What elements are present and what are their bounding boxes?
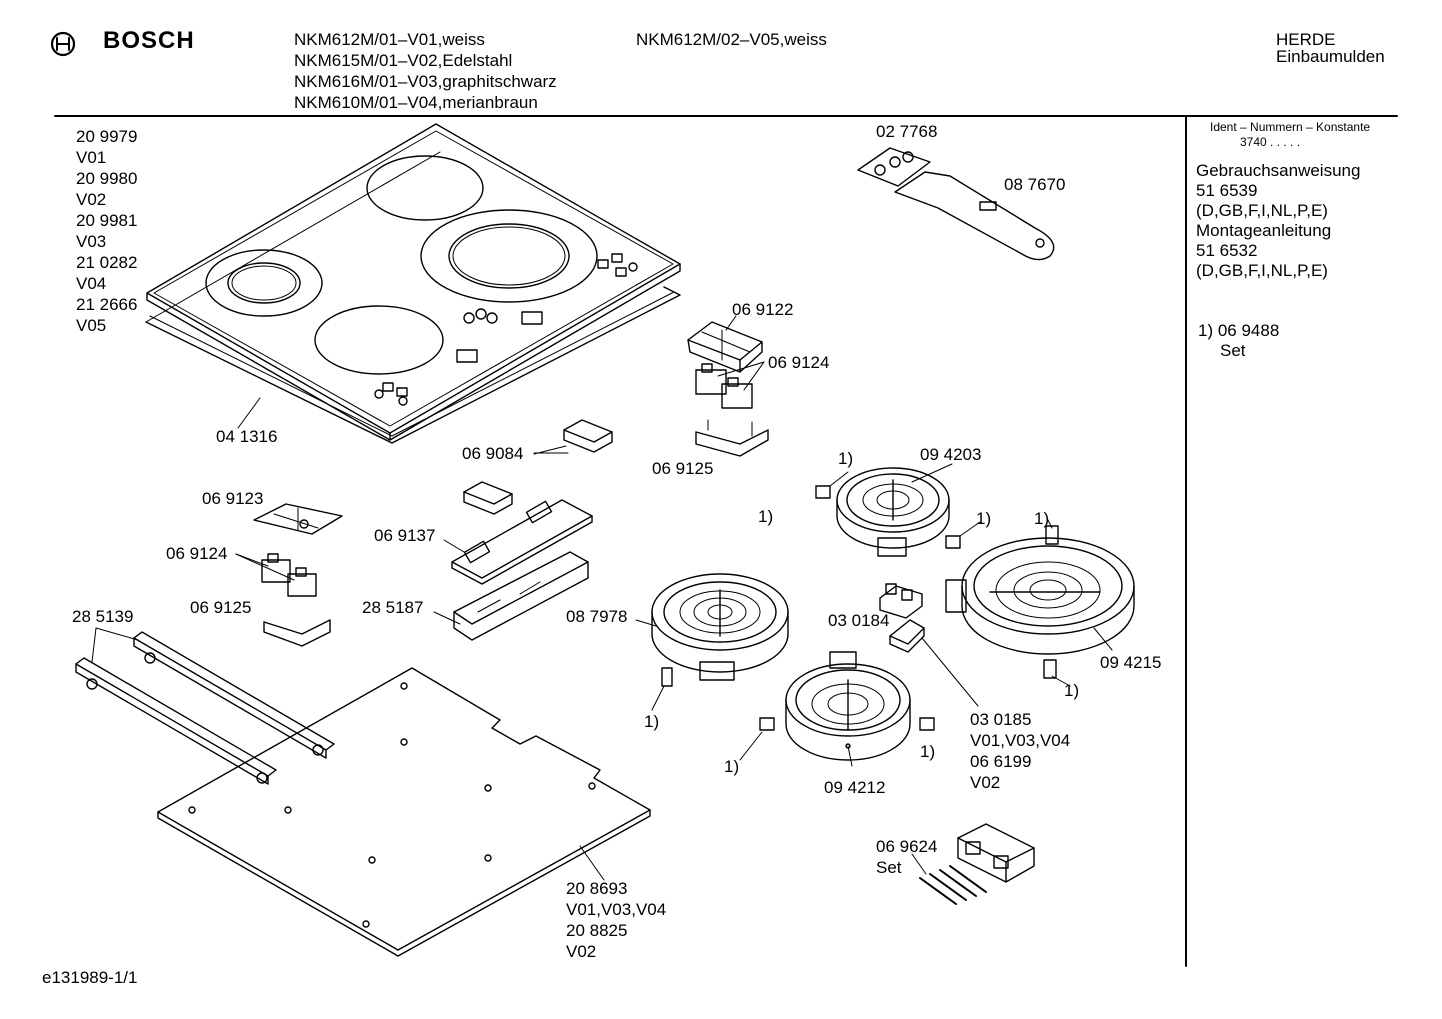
hob-number-2: V01 [76,148,107,167]
label-connector-set: 06 9624 [876,837,938,856]
brackets [76,632,334,784]
footnote-marker: 1) 06 9488 [1198,321,1280,340]
footnote-ref: 1) [838,449,854,468]
label-upper-switches: 06 9124 [768,353,830,372]
footnote-text: Set [1220,341,1246,360]
hob-glass-top [147,124,680,440]
label-heater-small: 08 7978 [566,607,628,626]
category-line-1: HERDE [1276,30,1336,49]
label-clip-alt: 06 6199 [970,752,1032,771]
hob-number-1: 20 9979 [76,127,138,146]
label-clip-alt-variant: V02 [970,773,1001,792]
model-line-2: NKM615M/01–V02,Edelstahl [294,51,513,70]
label-tool: 02 7768 [876,122,938,141]
label-frame-seal: 04 1316 [216,427,278,446]
left-switch-group [254,504,342,646]
footnote-ref: 1) [644,712,660,731]
bosch-logo-icon [52,33,74,55]
model-line-1: NKM612M/01–V01,weiss [294,30,485,49]
label-left-switch-cover: 06 9123 [202,489,264,508]
doc-line-2: 51 6539 [1196,181,1258,200]
upper-switch-group [688,322,768,456]
footnote-ref: 1) [1064,681,1080,700]
leader-lines [92,316,1112,874]
control-board [452,500,592,640]
label-left-switches: 06 9124 [166,544,228,563]
footnote-ref: 1) [724,757,740,776]
heater-bottom [760,652,934,760]
label-bracket: 28 5139 [72,607,134,626]
doc-line-3: (D,GB,F,I,NL,P,E) [1196,201,1328,220]
model-line-5: NKM612M/02–V05,weiss [636,30,827,49]
hob-number-7: 21 0282 [76,253,138,272]
label-base-plate: 20 8693 [566,879,628,898]
label-base-plate-variants: V01,V03,V04 [566,900,667,919]
base-plate [158,668,650,956]
heater-large [946,526,1134,678]
ident-value: 3740 . . . . . [1240,135,1301,149]
small-switch [464,420,612,514]
doc-line-1: Gebrauchsanweisung [1196,161,1361,180]
tool-part [858,148,1054,260]
label-upper-switch-cover: 06 9122 [732,300,794,319]
label-heater-bottom: 09 4212 [824,778,886,797]
label-small-switch: 06 9084 [462,444,524,463]
hob-number-8: V04 [76,274,107,293]
hob-number-4: V02 [76,190,107,209]
label-connector-set-note: Set [876,858,902,877]
ident-title: Ident – Nummern – Konstante [1210,120,1371,134]
frame-seal [146,152,680,443]
model-line-3: NKM616M/01–V03,graphitschwarz [294,72,557,91]
doc-line-5: 51 6532 [1196,241,1258,260]
hob-number-10: V05 [76,316,107,335]
hob-number-9: 21 2666 [76,295,138,314]
label-upper-switch-base: 06 9125 [652,459,714,478]
label-terminal-block: 03 0184 [828,611,890,630]
drawing-id: e131989-1/1 [42,968,138,987]
label-tool-handle: 08 7670 [1004,175,1066,194]
footnote-ref: 1) [758,507,774,526]
label-heater-top: 09 4203 [920,445,982,464]
label-base-plate-alt: 20 8825 [566,921,628,940]
heater-small [652,574,788,686]
model-line-4: NKM610M/01–V04,merianbraun [294,93,538,112]
label-control-board: 06 9137 [374,526,436,545]
hob-number-6: V03 [76,232,107,251]
footnote-ref: 1) [976,509,992,528]
label-left-switch-base: 06 9125 [190,598,252,617]
connector-set [920,824,1034,904]
label-base-plate-alt-variant: V02 [566,942,597,961]
category-line-2: Einbaumulden [1276,47,1385,66]
hob-number-3: 20 9980 [76,169,138,188]
footnote-ref: 1) [920,742,936,761]
label-heater-large: 09 4215 [1100,653,1162,672]
hob-number-5: 20 9981 [76,211,138,230]
doc-line-4: Montageanleitung [1196,221,1332,240]
label-control-housing: 28 5187 [362,598,424,617]
heater-top [816,468,960,556]
brand-logo-text: BOSCH [103,27,195,54]
terminal-clip [880,584,978,706]
label-clip: 03 0185 [970,710,1032,729]
doc-line-6: (D,GB,F,I,NL,P,E) [1196,261,1328,280]
label-clip-variants: V01,V03,V04 [970,731,1071,750]
footnote-ref: 1) [1034,509,1050,528]
